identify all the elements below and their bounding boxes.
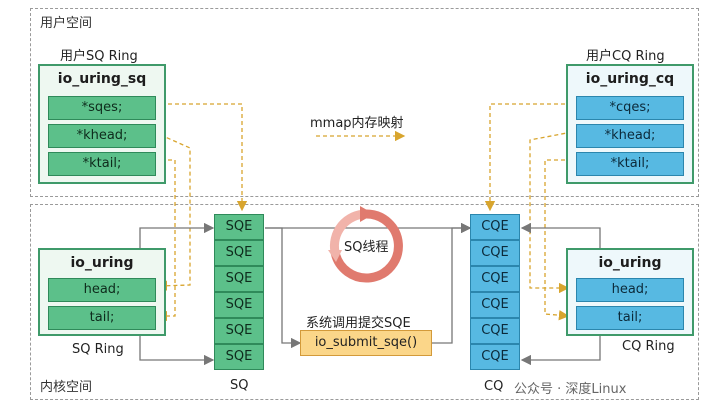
sq-ring-label: SQ Ring bbox=[72, 342, 124, 357]
cq-kernel-head: head; bbox=[576, 278, 684, 302]
user-sq-ring-label: 用户SQ Ring bbox=[60, 49, 138, 64]
cq-kernel-io-uring: io_uring head; tail; bbox=[566, 248, 694, 336]
cq-field-ktail: *ktail; bbox=[576, 152, 684, 176]
syscall-title: 系统调用提交SQE bbox=[306, 316, 411, 331]
cq-ring-label: CQ Ring bbox=[622, 339, 675, 354]
cq-kernel-io-uring-title: io_uring bbox=[598, 255, 662, 271]
cq-field-cqes: *cqes; bbox=[576, 96, 684, 120]
kernel-space-region bbox=[30, 204, 699, 400]
user-cq-ring-label: 用户CQ Ring bbox=[586, 49, 665, 64]
io-submit-sqe-box: io_submit_sqe() bbox=[300, 330, 432, 356]
io-uring-sq-struct: io_uring_sq *sqes; *khead; *ktail; bbox=[38, 64, 166, 184]
sq-kernel-tail: tail; bbox=[48, 306, 156, 330]
cq-kernel-tail: tail; bbox=[576, 306, 684, 330]
sq-kernel-head: head; bbox=[48, 278, 156, 302]
kernel-space-label: 内核空间 bbox=[40, 380, 93, 395]
sq-kernel-io-uring-title: io_uring bbox=[70, 255, 134, 271]
cq-cell: CQE bbox=[470, 214, 520, 240]
sq-cell: SQE bbox=[214, 214, 264, 240]
cq-cell: CQE bbox=[470, 266, 520, 292]
mmap-label: mmap内存映射 bbox=[310, 116, 404, 131]
cq-cell: CQE bbox=[470, 318, 520, 344]
sq-kernel-io-uring: io_uring head; tail; bbox=[38, 248, 166, 336]
cq-queue-label: CQ bbox=[484, 379, 504, 394]
user-space-label: 用户空间 bbox=[40, 16, 93, 31]
cq-cell: CQE bbox=[470, 240, 520, 266]
cq-field-khead: *khead; bbox=[576, 124, 684, 148]
cq-cell: CQE bbox=[470, 292, 520, 318]
sq-cell: SQE bbox=[214, 266, 264, 292]
cq-cell: CQE bbox=[470, 344, 520, 370]
watermark: 公众号 · 深度Linux bbox=[514, 382, 627, 397]
io-uring-cq-title: io_uring_cq bbox=[585, 71, 675, 87]
sq-cell: SQE bbox=[214, 240, 264, 266]
io-uring-cq-struct: io_uring_cq *cqes; *khead; *ktail; bbox=[566, 64, 694, 184]
sq-field-ktail: *ktail; bbox=[48, 152, 156, 176]
sq-cell: SQE bbox=[214, 292, 264, 318]
io-uring-sq-title: io_uring_sq bbox=[57, 71, 147, 87]
sq-queue-label: SQ bbox=[230, 378, 249, 393]
sq-queue: SQE SQE SQE SQE SQE SQE bbox=[214, 214, 264, 374]
sq-field-khead: *khead; bbox=[48, 124, 156, 148]
sq-thread-cycle-icon bbox=[328, 206, 403, 283]
sq-thread-label: SQ线程 bbox=[344, 240, 389, 255]
sq-cell: SQE bbox=[214, 344, 264, 370]
user-space-region bbox=[30, 8, 699, 197]
cq-queue: CQE CQE CQE CQE CQE CQE bbox=[470, 214, 520, 374]
sq-cell: SQE bbox=[214, 318, 264, 344]
sq-field-sqes: *sqes; bbox=[48, 96, 156, 120]
